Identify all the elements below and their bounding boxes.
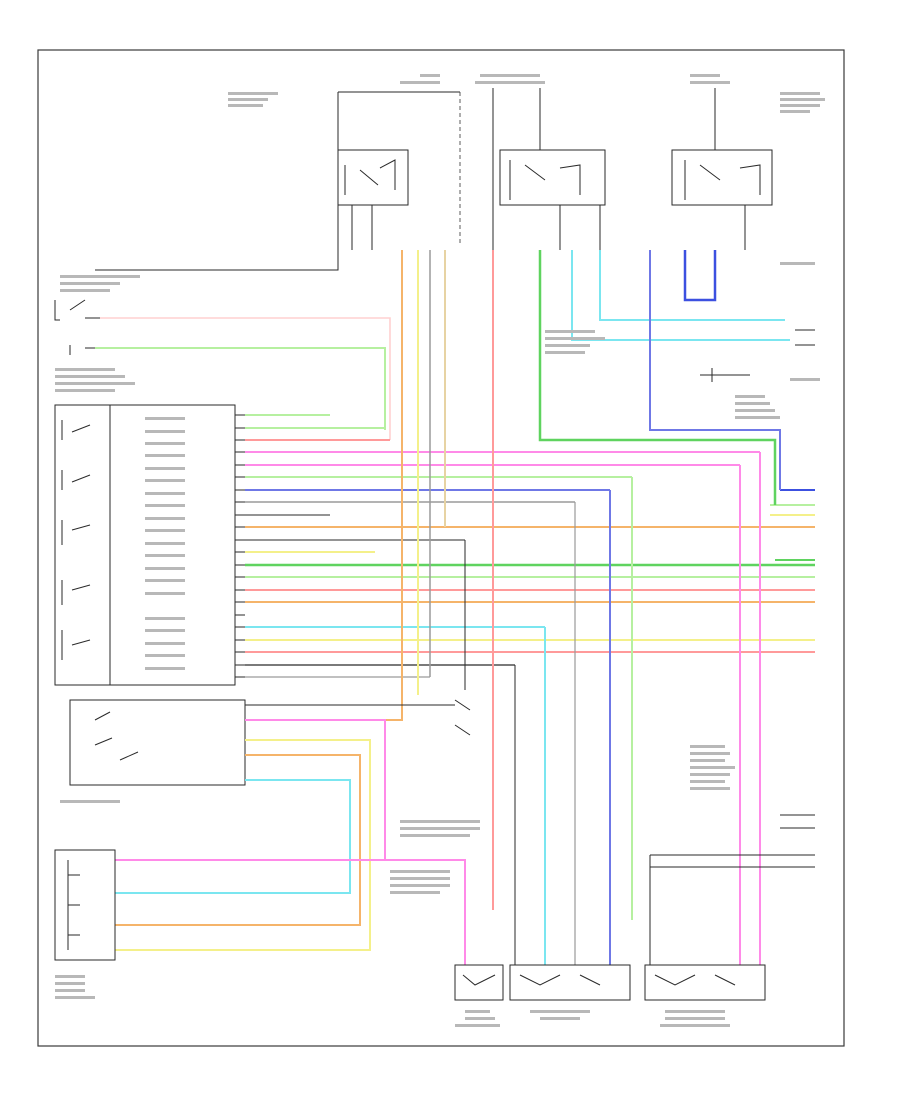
relay-2-box [499, 149, 606, 206]
vertical-wires [245, 250, 790, 965]
bottom-connectors [454, 964, 766, 1001]
label-blocks [55, 74, 825, 1027]
horizontal-wires [245, 414, 815, 678]
relay-area [95, 88, 773, 271]
blower-motor-resistor [54, 849, 116, 961]
blower-feed-wires [115, 704, 466, 965]
left-switch-area [54, 299, 391, 440]
right-switches [454, 329, 815, 965]
diagram-frame [37, 49, 845, 1047]
mode-door-box [644, 964, 766, 1001]
relay-1-box [337, 149, 409, 206]
temperature-door-box [509, 964, 631, 1001]
relay-3-box [671, 149, 773, 206]
